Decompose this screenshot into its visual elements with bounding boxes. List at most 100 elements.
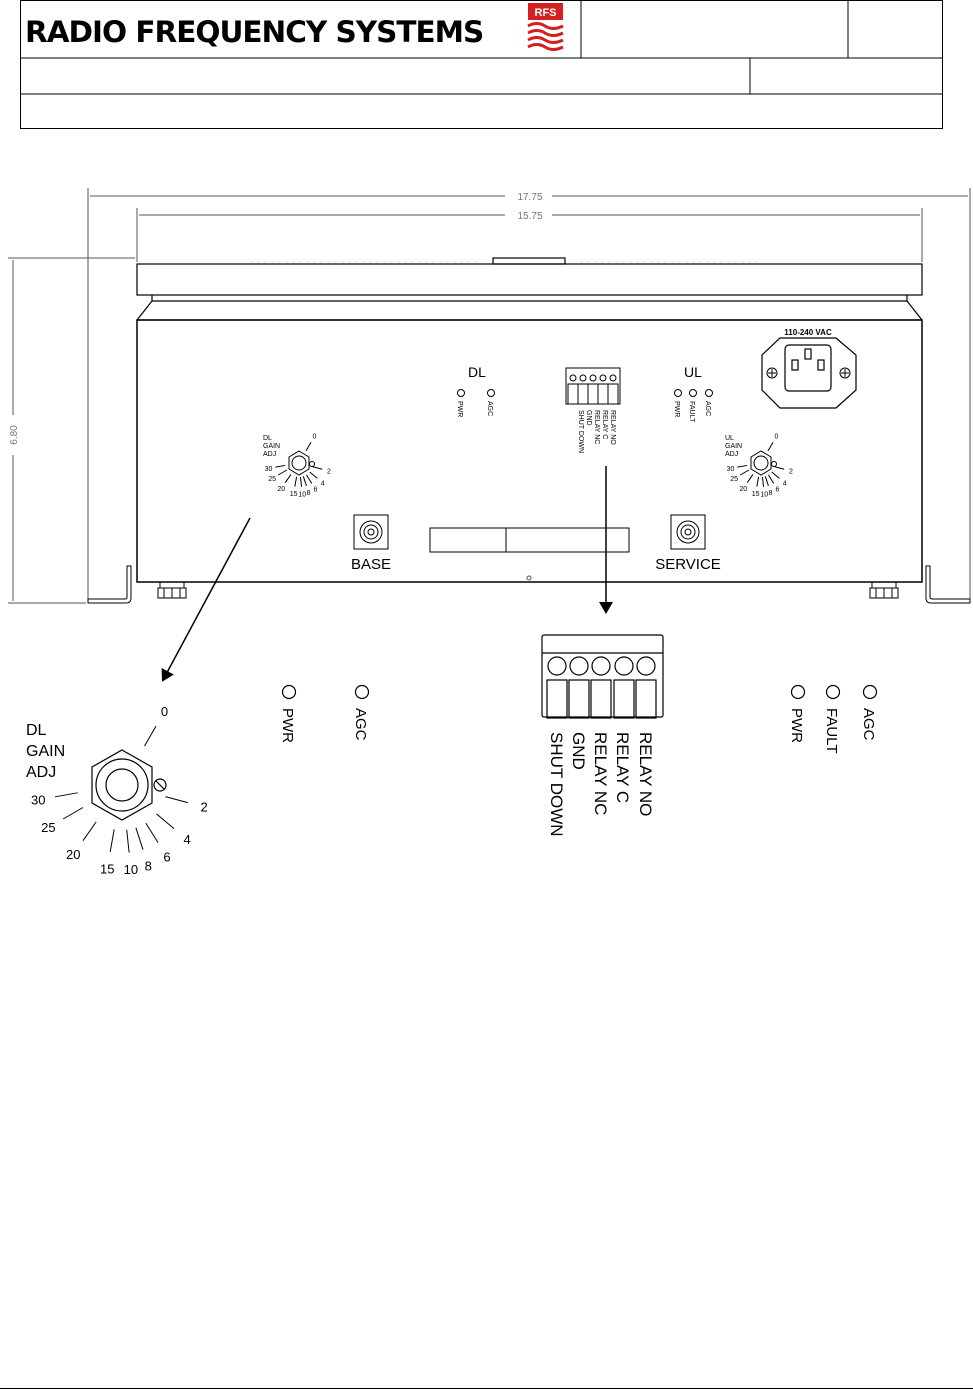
service-port-label: SERVICE — [655, 556, 721, 573]
detail-dl-gain-knob — [91, 749, 167, 821]
ul-gain-scale-small-tick — [761, 476, 765, 487]
detail-gain-scale-label: 0 — [161, 704, 168, 719]
detail-terminal-label: GND — [569, 732, 588, 770]
ul-gain-scale-small-tick — [771, 471, 780, 479]
dl-gain-scale-small-label: 25 — [268, 476, 276, 483]
ul-gain-scale-small-tick — [764, 476, 769, 486]
dl-gain-scale-small-tick — [312, 466, 323, 470]
company-name: RADIO FREQUENCY SYSTEMS — [25, 15, 484, 49]
ul-gain-label-line: ADJ — [725, 451, 738, 458]
detail-gain-scale-label: 15 — [100, 861, 114, 876]
ul-gain-scale-small-label: 25 — [730, 476, 738, 483]
detail-gain-scale-label: 30 — [31, 792, 45, 807]
detail-terminal-label: RELAY NC — [591, 732, 610, 815]
ul-gain-label-line: UL — [725, 435, 734, 442]
detail-ul-fault-label: FAULT — [823, 708, 840, 754]
detail-gain-scale-label: 4 — [183, 832, 190, 847]
detail-gain-scale-label: 25 — [41, 820, 55, 835]
mounting-bracket-left — [87, 565, 132, 604]
dimension-overall-width — [87, 188, 971, 600]
detail-gain-scale-tick — [135, 827, 144, 850]
dl-gain-scale-small-label: 15 — [290, 491, 298, 498]
inner-width-label: 15.75 — [517, 211, 542, 222]
ul-gain-scale-small-tick — [756, 476, 760, 487]
dl-gain-scale-small-tick — [277, 469, 288, 476]
rfs-logo-icon: RFS — [527, 3, 564, 51]
dl-gain-knob-small — [288, 450, 315, 476]
power-inlet-connector — [761, 337, 857, 409]
ul-gain-scale-small-label: 10 — [760, 491, 768, 498]
dl-title: DL — [468, 364, 486, 380]
callout-arrow-gain — [161, 517, 251, 682]
detail-ul-fault-led — [825, 684, 841, 700]
ul-gain-scale-small-tick — [746, 474, 754, 483]
dl-gain-scale-small-label: 4 — [321, 480, 325, 487]
mounting-bracket-right — [925, 565, 971, 604]
dl-agc-led — [487, 389, 495, 397]
ul-gain-knob-small — [750, 450, 777, 476]
detail-dl-pwr-label: PWR — [279, 708, 296, 743]
ul-gain-scale-small-tick — [767, 474, 775, 484]
dimension-inner-width — [136, 208, 923, 262]
detail-gain-scale-label: 8 — [145, 858, 152, 873]
dl-pwr-led-label: PWR — [456, 401, 463, 417]
detail-gain-scale-tick — [144, 725, 157, 747]
rubber-foot-left — [157, 581, 187, 599]
dl-gain-scale-small-tick — [302, 476, 307, 486]
detail-gain-label-line: GAIN — [26, 743, 65, 760]
dl-gain-scale-small-tick — [275, 464, 286, 468]
ul-fault-led-label: FAULT — [688, 401, 695, 423]
title-block: RADIO FREQUENCY SYSTEMS RFS — [20, 0, 943, 129]
service-port-connector — [670, 514, 706, 550]
overall-width-label: 17.75 — [517, 192, 542, 203]
detail-gain-label-line: DL — [26, 722, 47, 739]
detail-gain-scale-tick — [109, 829, 115, 853]
detail-ul-agc-led — [862, 684, 878, 700]
dl-gain-scale-small-label: 20 — [277, 486, 285, 493]
detail-gain-scale-tick — [165, 796, 188, 804]
detail-gain-scale-label: 20 — [66, 847, 80, 862]
title-block-grid: RFS — [20, 0, 943, 95]
dl-gain-scale-small-tick — [305, 441, 312, 452]
dl-gain-scale-small-label: 8 — [307, 490, 311, 497]
detail-gain-scale-tick — [145, 822, 159, 843]
ul-agc-led — [705, 389, 713, 397]
dl-gain-scale-small-label: 2 — [327, 468, 331, 475]
dl-gain-scale-small-label: 0 — [313, 434, 317, 441]
detail-terminal-label: RELAY C — [613, 732, 632, 803]
detail-gain-label-line: ADJ — [26, 764, 56, 781]
terminal-label-small: GND — [585, 410, 592, 426]
base-port-connector — [353, 514, 389, 550]
dimension-height — [8, 257, 135, 604]
rubber-foot-right — [869, 581, 899, 599]
logo-badge-text: RFS — [535, 7, 557, 19]
detail-dl-gain-label: DL GAIN ADJ — [26, 722, 65, 781]
detail-terminal-label: SHUT DOWN — [547, 732, 566, 837]
dl-gain-scale-small-tick — [299, 476, 303, 487]
ul-gain-scale-small-label: 30 — [727, 466, 735, 473]
ul-gain-scale-small-label: 4 — [783, 480, 787, 487]
ul-gain-scale-small-label: 6 — [775, 487, 779, 494]
dl-gain-scale-small-tick — [309, 471, 318, 479]
dl-gain-scale-small-label: 6 — [313, 487, 317, 494]
terminal-label-small: SHUT DOWN — [577, 410, 584, 453]
detail-gain-scale-tick — [156, 813, 175, 830]
dl-gain-label-line: DL — [263, 435, 272, 442]
ul-gain-scale-small-label: 2 — [789, 468, 793, 475]
serial-label-plate — [429, 527, 630, 553]
detail-dl-agc-led — [354, 684, 370, 700]
ul-gain-label-small: UL GAIN ADJ — [725, 435, 742, 458]
dl-agc-led-label: AGC — [486, 401, 493, 416]
detail-dl-pwr-led — [281, 684, 297, 700]
dl-gain-scale-small-label: 30 — [265, 466, 273, 473]
ul-gain-scale-small-label: 0 — [775, 434, 779, 441]
ul-gain-scale-small-tick — [737, 464, 748, 468]
dl-gain-scale-small-label: 10 — [298, 491, 306, 498]
detail-gain-scale-label: 6 — [163, 850, 170, 865]
ul-gain-scale-small-tick — [767, 441, 774, 452]
terminal-block-small — [565, 367, 621, 405]
ground-screw-icon — [526, 575, 532, 581]
